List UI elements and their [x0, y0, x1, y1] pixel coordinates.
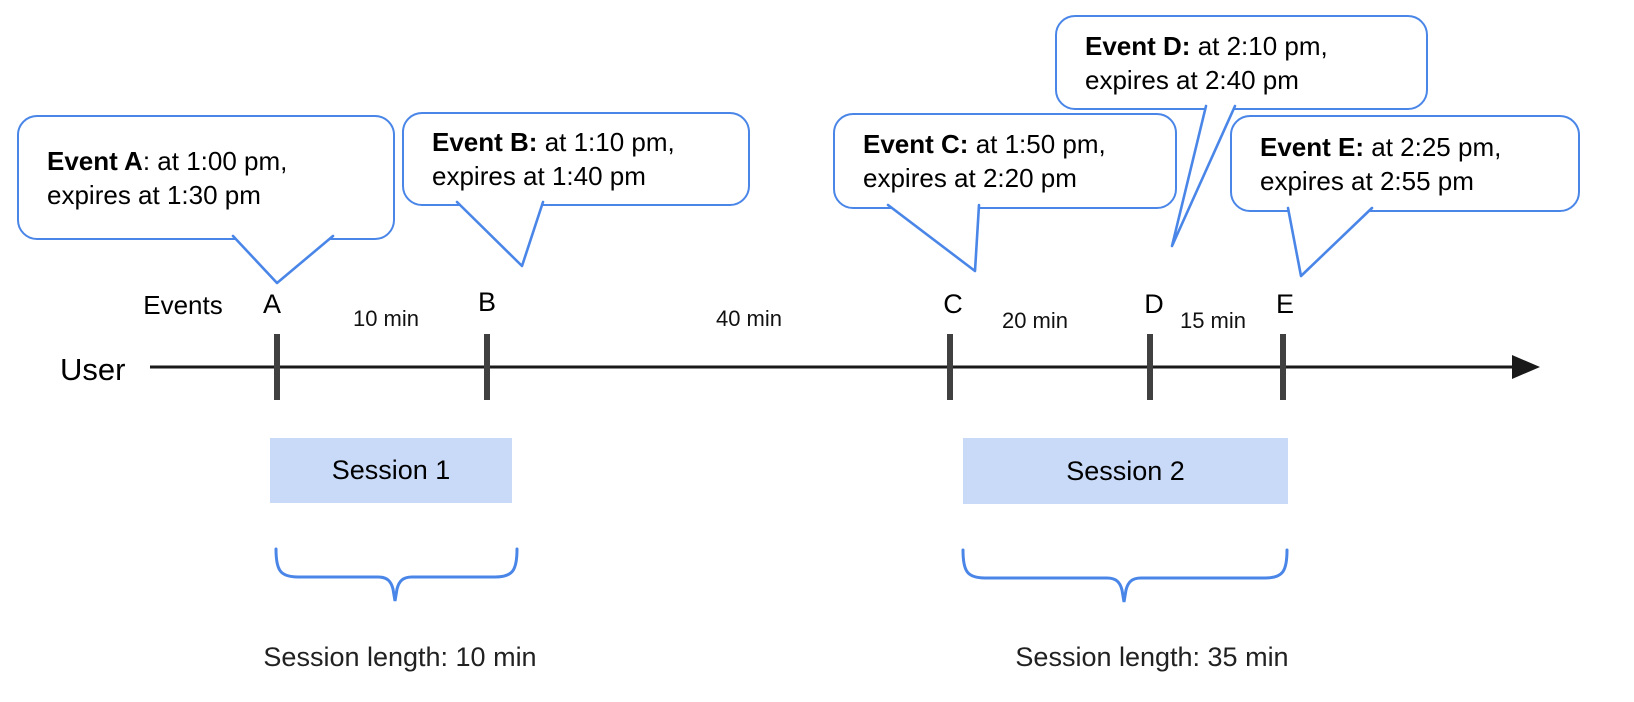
event-d-callout-tail: [1170, 104, 1237, 248]
event-e-callout-line1: Event E: at 2:25 pm,: [1260, 130, 1578, 164]
event-b-callout-tail: [455, 200, 545, 268]
interval-c-d: 20 min: [1001, 308, 1069, 333]
session-1-box: Session 1: [270, 438, 512, 503]
interval-d-e: 15 min: [1179, 308, 1247, 333]
event-c-time: at 1:50 pm,: [968, 129, 1106, 159]
interval-b-c: 40 min: [715, 306, 783, 331]
tick-label-c: C: [943, 289, 963, 319]
event-b-title: Event B:: [432, 127, 538, 157]
session-2-brace: [961, 548, 1289, 603]
tick-label-e: E: [1275, 289, 1295, 319]
event-d-callout-line2: expires at 2:40 pm: [1085, 64, 1299, 95]
event-a-callout-tail: [231, 234, 335, 285]
event-e-time: at 2:25 pm,: [1364, 131, 1502, 162]
event-b-callout: Event B: at 1:10 pm, expires at 1:40 pm: [402, 112, 750, 206]
event-c-title: Event C:: [863, 129, 969, 159]
tick-label-d: D: [1144, 289, 1164, 319]
event-d-callout: Event D: at 2:10 pm, expires at 2:40 pm: [1055, 15, 1428, 110]
event-a-callout-line1: Event A: at 1:00 pm,: [47, 144, 393, 178]
event-b-callout-line1: Event B: at 1:10 pm,: [432, 125, 748, 159]
user-axis-label: User: [60, 352, 126, 387]
event-a-callout-line2: expires at 1:30 pm: [47, 179, 261, 210]
session-1-brace: [274, 547, 519, 602]
event-c-callout: Event C: at 1:50 pm, expires at 2:20 pm: [833, 113, 1177, 209]
arrowhead-icon: [1512, 355, 1540, 379]
event-b-time: at 1:10 pm,: [537, 127, 675, 157]
event-d-callout-line1: Event D: at 2:10 pm,: [1085, 29, 1426, 63]
event-c-callout-line2: expires at 2:20 pm: [863, 163, 1077, 193]
event-a-time: : at 1:00 pm,: [142, 145, 288, 176]
event-a-title: Event A: [47, 145, 143, 176]
event-c-callout-tail: [886, 203, 981, 273]
event-a-callout: Event A: at 1:00 pm, expires at 1:30 pm: [17, 115, 395, 240]
session-1-length-label: Session length: 10 min: [263, 642, 537, 672]
event-e-title: Event E:: [1260, 131, 1365, 162]
event-d-title: Event D:: [1085, 30, 1191, 61]
interval-a-b: 10 min: [352, 306, 420, 331]
session-2-label: Session 2: [1066, 455, 1185, 486]
event-e-callout-tail: [1286, 206, 1374, 278]
events-axis-label: Events: [143, 290, 223, 320]
session-1-label: Session 1: [331, 455, 451, 485]
event-b-callout-line2: expires at 1:40 pm: [432, 161, 646, 191]
session-2-box: Session 2: [963, 438, 1288, 504]
tick-label-b: B: [477, 287, 497, 317]
event-e-callout-line2: expires at 2:55 pm: [1260, 165, 1474, 196]
tick-label-a: A: [262, 289, 282, 319]
event-e-callout: Event E: at 2:25 pm, expires at 2:55 pm: [1230, 115, 1580, 212]
event-c-callout-line1: Event C: at 1:50 pm,: [863, 127, 1175, 161]
event-d-time: at 2:10 pm,: [1190, 30, 1328, 61]
session-2-length-label: Session length: 35 min: [1015, 642, 1289, 672]
